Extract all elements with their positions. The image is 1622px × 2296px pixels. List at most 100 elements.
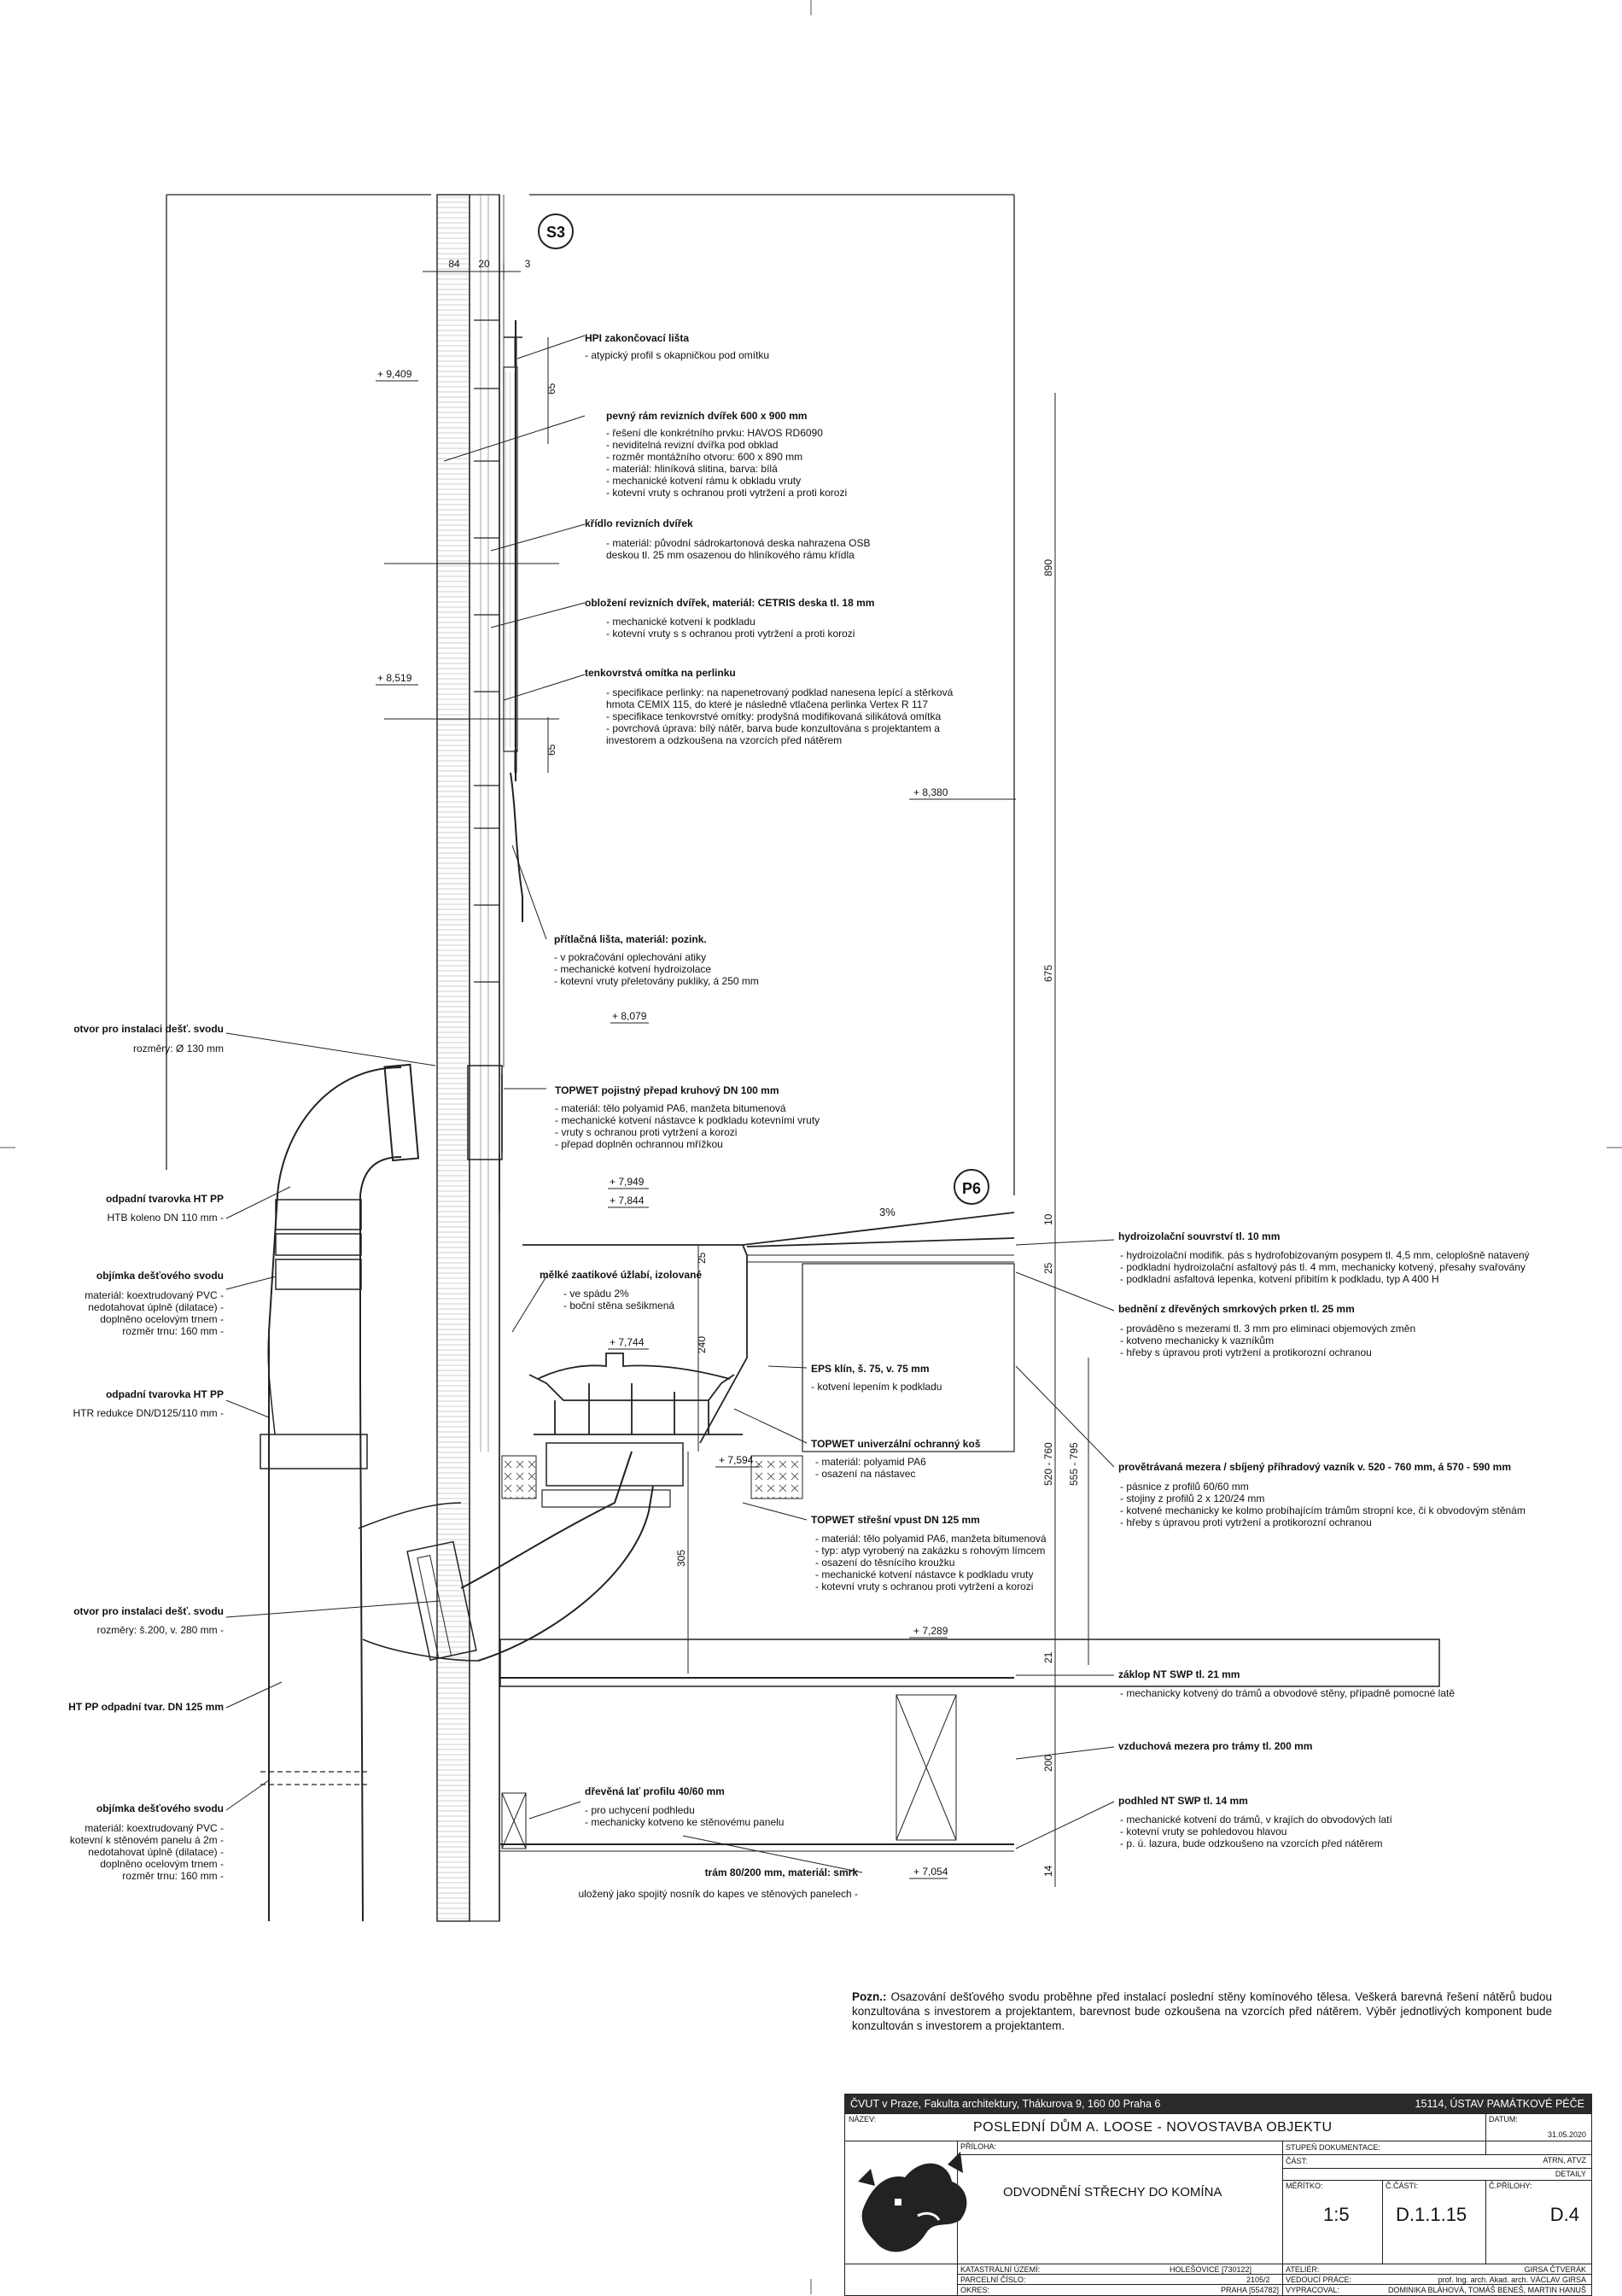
tb-name-label: NÁZEV: [849, 2115, 877, 2124]
tb-district: PRAHA [554782] [1221, 2286, 1280, 2294]
callout-right-ceiling-line-1: - mechanické kotvení do trámů, v krajích… [1120, 1814, 1392, 1826]
callout-render-line-5: investorem a odzkoušena na vzorcích před… [606, 734, 842, 746]
callout-batten-line-2: - mechanicky kotveno ke stěnovému panelu [585, 1816, 784, 1828]
tb-cadastre-label: KATASTRÁLNÍ ÚZEMÍ: [960, 2265, 1041, 2274]
dim-top-3: 3 [525, 258, 531, 270]
callout-left-opening-2-line-1: rozměry: š.200, v. 280 mm - [97, 1624, 224, 1636]
callout-right-truss-line-3: - kotvené mechanicky ke kolmo probíhajíc… [1120, 1504, 1526, 1516]
vertical-dimension-texts: 65 65 25 240 305 890 675 10 25 520 - 760… [546, 383, 1080, 1877]
callout-cetris-title: obložení revizních dvířek, materiál: CET… [585, 597, 874, 609]
dim-14: 14 [1042, 1865, 1054, 1877]
tb-parcel-label: PARCELNÍ ČÍSLO: [960, 2276, 1026, 2284]
callout-strip-line-2: - mechanické kotvení hydroizolace [554, 963, 711, 975]
callout-strip-line-1: - v pokračování oplechování atiky [554, 951, 706, 963]
level-7594: + 7,594 [719, 1454, 754, 1466]
callout-left-clamp-1-line-1: materiál: koextrudovaný PVC - [85, 1289, 224, 1301]
level-lines [376, 380, 1016, 1879]
insulated-zones [499, 1455, 1440, 1849]
callout-left-clamp-2-line-2: kotevní k stěnovém panelu á 2m - [70, 1834, 224, 1846]
tb-cadastre: HOLEŠOVICE [730122] [1170, 2265, 1252, 2274]
callout-right-truss-line-1: - pásnice z profilů 60/60 mm [1120, 1481, 1249, 1493]
callout-gutter-line-1: - ve spádu 2% [563, 1288, 629, 1300]
callout-door-frame-line-2: - neviditelná revizní dvířka pod obklad [606, 439, 778, 451]
callout-hpi-title: HPI zakončovací lišta [585, 332, 689, 344]
general-note: Pozn.: Osazování dešťového svodu proběhn… [852, 1989, 1552, 2033]
tb-leader-label: VEDOUCÍ PRÁCE: [1286, 2276, 1352, 2284]
callout-render-line-3: - specifikace tenkovrstvé omítky: prodyš… [606, 710, 941, 722]
dim-25: 25 [696, 1252, 708, 1264]
tb-district-label: OKRES: [960, 2286, 990, 2294]
callout-eps-line-1: - kotvení lepením k podkladu [811, 1381, 942, 1393]
callout-right-membrane-line-1: - hydroizolační modifik. pás s hydrofobi… [1120, 1249, 1530, 1261]
callout-left-opening-1-title: otvor pro instalaci dešť. svodu [73, 1023, 224, 1035]
cvut-lion-logo [858, 2152, 967, 2252]
left-callouts: otvor pro instalaci dešť. svodu rozměry:… [68, 1023, 224, 1882]
dim-25-right: 25 [1042, 1262, 1054, 1274]
tb-annex: ODVODNĚNÍ STŘECHY DO KOMÍNA [1003, 2185, 1222, 2200]
tb-stage: ATRN, ATVZ [1543, 2156, 1586, 2165]
callout-right-truss-line-4: - hřeby s úpravou proti vytržení a proti… [1120, 1516, 1372, 1528]
callout-drain-line-1: - materiál: tělo polyamid PA6, manžeta b… [815, 1533, 1047, 1545]
callout-door-frame-line-6: - kotevní vruty s ochranou proti vytržen… [606, 487, 847, 499]
level-7949: + 7,949 [610, 1176, 645, 1188]
gutter-and-roof [500, 1212, 1015, 1852]
callout-right-ceiling-line-3: - p. ú. lazura, bude odzkoušeno na vzorc… [1120, 1837, 1383, 1849]
callout-strip-title: přítlačná lišta, materiál: pozink. [554, 933, 707, 945]
callout-right-ceiling-title: podhled NT SWP tl. 14 mm [1118, 1795, 1248, 1807]
callout-drain-line-3: - osazení do těsnícího kroužku [815, 1557, 954, 1569]
level-7744: + 7,744 [610, 1336, 645, 1348]
callout-right-membrane-line-3: - podkladní asfaltová lepenka, kotvení p… [1120, 1273, 1439, 1285]
callout-right-deck-title: záklop NT SWP tl. 21 mm [1118, 1668, 1240, 1680]
callout-left-clamp-2-line-4: doplněno ocelovým trnem - [100, 1858, 224, 1870]
callout-eps-title: EPS klín, š. 75, v. 75 mm [811, 1363, 930, 1375]
callout-right-boarding-line-3: - hřeby s úpravou proti vytržení a proti… [1120, 1347, 1372, 1358]
tb-authors: DOMINIKA BLÁHOVÁ, TOMÁŠ BENEŠ, MARTIN HA… [1387, 2286, 1586, 2294]
callout-drain-line-4: - mechanické kotvení nástavce k podkladu… [815, 1569, 1033, 1580]
callout-left-reducer-line-1: HTR redukce DN/D125/110 mm - [73, 1407, 225, 1419]
level-8079: + 8,079 [612, 1010, 647, 1022]
callout-left-reducer-title: odpadní tvarovka HT PP [106, 1388, 224, 1400]
callout-right-airgap-title: vzduchová mezera pro trámy tl. 200 mm [1118, 1740, 1312, 1752]
tb-authors-label: VYPRACOVAL: [1286, 2286, 1339, 2294]
dim-305: 305 [675, 1550, 687, 1567]
dim-65-b: 65 [546, 744, 557, 756]
tb-school: ČVUT v Praze, Fakulta architektury, Thák… [850, 2098, 1161, 2110]
callout-gutter-line-2: - boční stěna sešikmená [563, 1300, 674, 1312]
callout-door-frame-line-1: - řešení dle konkrétního prvku: HAVOS RD… [606, 427, 823, 439]
roof-drain [528, 1352, 743, 1508]
tb-leader: prof. Ing. arch. Akad. arch. VÁCLAV GIRS… [1438, 2276, 1586, 2284]
callout-door-leaf-line-1: - materiál: původní sádrokartonová deska… [606, 537, 871, 549]
title-block: ČVUT v Praze, Fakulta architektury, Thák… [844, 2094, 1592, 2296]
callout-cetris-line-1: - mechanické kotvení k podkladu [606, 616, 756, 628]
tb-scale-label: MĚŘÍTKO: [1286, 2182, 1323, 2190]
note-text: Osazování dešťového svodu proběhne před … [852, 1990, 1552, 2032]
s3-marker-label: S3 [546, 224, 565, 241]
callout-overflow-title: TOPWET pojistný přepad kruhový DN 100 mm [555, 1084, 779, 1096]
dim-200: 200 [1042, 1755, 1054, 1772]
tb-atelier-label: ATELIÉR: [1286, 2265, 1320, 2274]
dim-675: 675 [1042, 965, 1054, 982]
dim-555-795: 555 - 795 [1068, 1442, 1080, 1486]
callout-basket-title: TOPWET univerzální ochranný koš [811, 1438, 981, 1450]
callout-left-opening-2-title: otvor pro instalaci dešť. svodu [73, 1605, 224, 1617]
callout-door-frame-line-5: - mechanické kotvení rámu k obkladu vrut… [606, 475, 801, 487]
tb-scale: 1:5 [1323, 2204, 1350, 2225]
downpipe [260, 1063, 654, 1922]
callout-left-clamp-2-line-1: materiál: koextrudovaný PVC - [85, 1822, 224, 1834]
p6-marker-label: P6 [962, 1180, 981, 1197]
level-8519: + 8,519 [377, 672, 412, 684]
callout-render-line-2: hmota CEMIX 115, do které je následně vt… [606, 698, 928, 710]
section-marker-s3: S3 [538, 213, 574, 249]
dim-21: 21 [1042, 1651, 1054, 1663]
callout-overflow-line-3: - vruty s ochranou proti vytržení a koro… [555, 1126, 737, 1138]
callout-right-truss-title: provětrávaná mezera / sbíjený příhradový… [1118, 1461, 1511, 1473]
callout-left-clamp-2-title: objímka dešťového svodu [96, 1802, 224, 1814]
callout-left-clamp-1-line-3: doplněno ocelovým trnem - [100, 1313, 224, 1325]
revision-door [384, 320, 559, 781]
frame-lines [166, 194, 1015, 1195]
chimney-wall [436, 194, 505, 1922]
tb-date: 31.05.2020 [1547, 2130, 1586, 2139]
center-callouts: HPI zakončovací lišta - atypický profil … [540, 332, 1047, 1900]
